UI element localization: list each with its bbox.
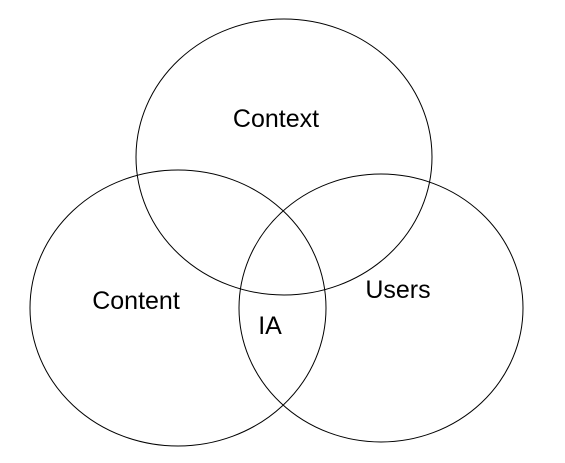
users-circle bbox=[238, 173, 524, 443]
context-label: Context bbox=[233, 105, 319, 133]
intersection-label: IA bbox=[258, 312, 282, 340]
users-label: Users bbox=[365, 276, 430, 304]
content-label: Content bbox=[92, 287, 180, 315]
context-circle bbox=[135, 18, 433, 296]
content-circle bbox=[29, 169, 327, 447]
